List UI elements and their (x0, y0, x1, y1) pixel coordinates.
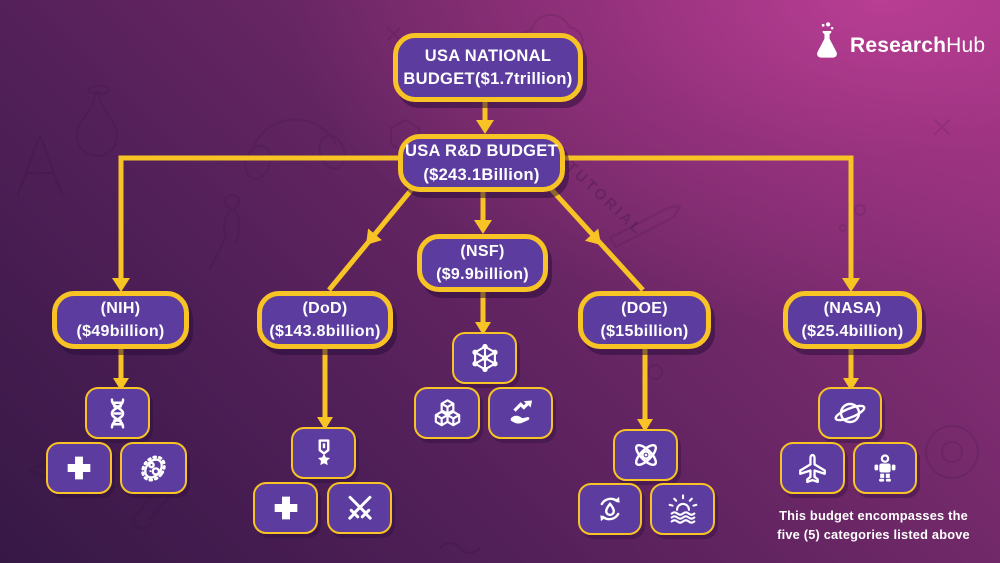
doodle-dot (647, 364, 663, 380)
nasa-icon-box-robot (853, 442, 917, 494)
node-label-line2: ($15billion) (600, 322, 689, 340)
medical-cross-icon (274, 496, 297, 520)
airplane-icon (799, 453, 826, 483)
medical-cross-icon (67, 456, 91, 480)
flask-icon (817, 22, 837, 58)
doodle-person-body (209, 208, 241, 270)
doe-icon-box-sunwaves (650, 483, 715, 535)
doodle-headphone-cup (318, 134, 346, 170)
crossed-swords-icon (347, 495, 372, 520)
node-label-line2: ($25.4billion) (801, 322, 904, 340)
nsf-icon-box-hand (488, 387, 553, 439)
node-label-line2: ($9.9billion) (436, 265, 529, 283)
hand-arrow-icon (510, 400, 532, 424)
doodle-flask (76, 91, 118, 157)
doe-icon-box-atom (613, 429, 678, 481)
dod-icon-box-medical (253, 482, 318, 534)
water-recycle-icon (600, 496, 620, 522)
bacteria-icon (141, 455, 166, 481)
sun-waves-icon (668, 494, 697, 524)
node-usa-national-budget: USA NATIONAL BUDGET($1.7trillion) (393, 33, 583, 102)
doodle-gear-hub (941, 441, 963, 463)
background-watermark: TUTORIAL (562, 158, 646, 238)
footnote: This budget encompasses the five (5) cat… (766, 506, 981, 544)
node-label-line2: BUDGET($1.7trillion) (403, 70, 573, 88)
arrow-rnd-to-nih (118, 155, 398, 280)
node-label-line1: (NIH) (100, 299, 141, 317)
footnote-line1: This budget encompasses the (779, 508, 968, 523)
nasa-icon-box-planet (818, 387, 882, 439)
brand-name-bold: Research (850, 34, 947, 57)
brand-name-regular: Hub (946, 34, 986, 57)
doodle-squiggle (439, 542, 481, 554)
nih-icon-box-dna (85, 387, 150, 439)
node-label-line1: (DoD) (302, 299, 348, 317)
doodle-headphone-band (251, 118, 337, 151)
doodle-dot (854, 204, 866, 216)
node-nasa: (NASA) ($25.4billion) (783, 291, 922, 349)
network-icon (471, 343, 498, 373)
nih-icon-box-medical (46, 442, 112, 494)
dod-icon-box-swords (327, 482, 392, 534)
node-dod: (DoD) ($143.8billion) (257, 291, 393, 349)
node-usa-rnd-budget: USA R&D BUDGET ($243.1Billion) (398, 134, 565, 192)
doodle-person-head (224, 194, 240, 210)
nsf-icon-box-network (452, 332, 517, 384)
arrow-rnd-to-doe (549, 187, 645, 292)
node-label-line2: ($143.8billion) (269, 322, 381, 340)
atom-icon (634, 443, 657, 467)
dna-icon (110, 397, 125, 429)
nasa-icon-box-airplane (780, 442, 845, 494)
planet-icon (834, 402, 866, 424)
node-doe: (DOE) ($15billion) (578, 291, 711, 349)
doodle-x-mark (934, 119, 950, 135)
doodle-x-mark (387, 27, 401, 41)
researchhub-logo: ResearchHub (810, 20, 985, 64)
node-label-line1: USA R&D BUDGET (404, 142, 558, 161)
node-label-line1: USA NATIONAL (424, 46, 552, 65)
arrow-rnd-to-nasa (565, 155, 854, 280)
node-label-line1: (DOE) (621, 299, 668, 317)
doodle-dot (839, 224, 847, 232)
cubes-icon (434, 398, 460, 426)
node-label-line2: ($49billion) (76, 322, 165, 340)
node-nsf: (NSF) ($9.9billion) (417, 234, 548, 292)
doodle-gear (925, 425, 979, 479)
doe-icon-box-recycle (578, 483, 642, 535)
dod-icon-box-medal (291, 427, 356, 479)
medal-icon (317, 439, 330, 466)
robot-icon (874, 454, 896, 482)
node-label-line1: (NSF) (460, 242, 505, 260)
doodle-flask-mouth (88, 85, 110, 95)
nih-icon-box-bacteria (120, 442, 187, 494)
footnote-line2: five (5) categories listed above (777, 527, 970, 543)
doodle-headphone-cup (244, 144, 272, 180)
brand-name: ResearchHub (850, 34, 985, 58)
node-nih: (NIH) ($49billion) (52, 291, 189, 349)
arrow-rnd-to-dod (327, 187, 414, 292)
node-label-line2: ($243.1Billion) (423, 165, 540, 184)
node-label-line1: (NASA) (823, 299, 882, 317)
doodle-pencil (609, 205, 681, 248)
doodle-letter-a (17, 134, 63, 196)
nsf-icon-box-cubes (414, 387, 480, 439)
